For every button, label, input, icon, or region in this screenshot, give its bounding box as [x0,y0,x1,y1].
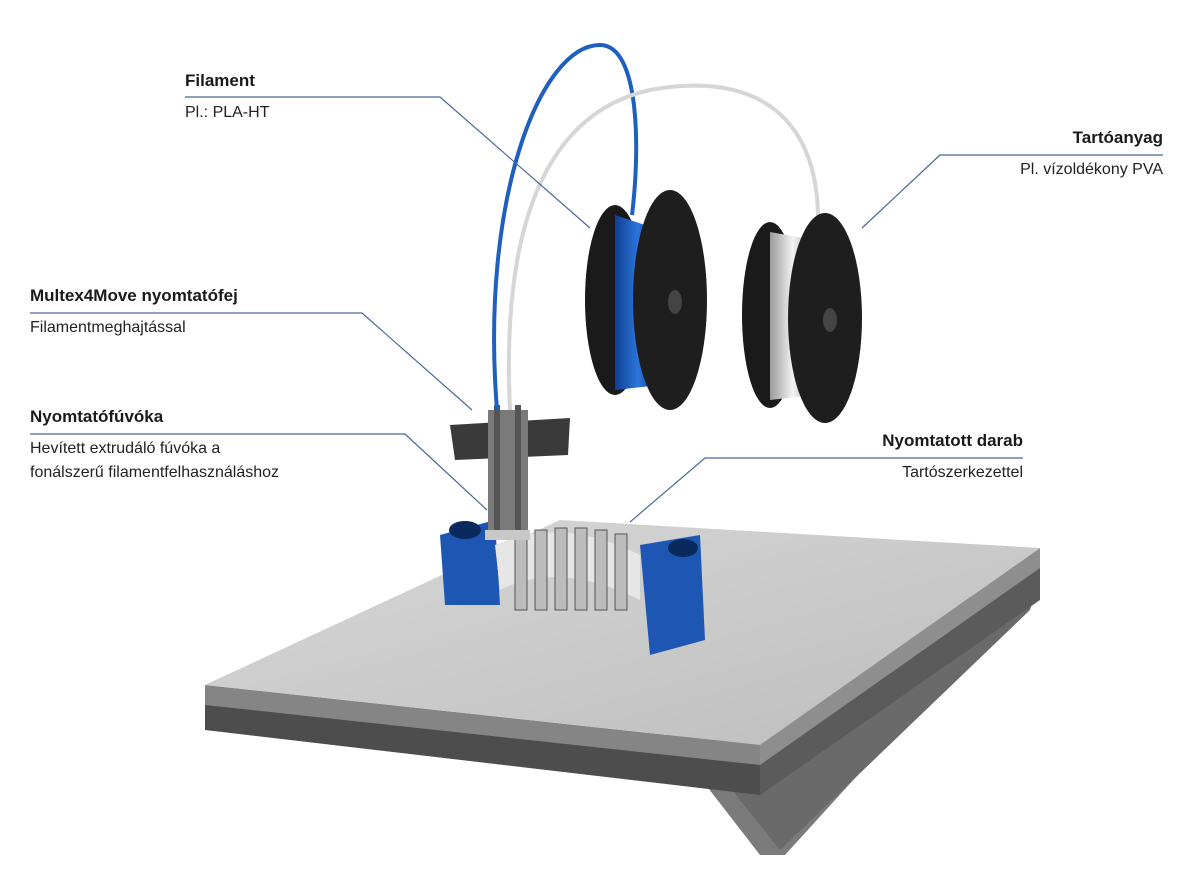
filament-title: Filament [185,71,255,90]
leader-lines [30,96,1163,523]
build-platform [205,520,1040,795]
printhead-title: Multex4Move nyomtatófej [30,286,238,305]
filament-spool [585,190,707,410]
support-label: Tartóanyag Pl. vízoldékony PVA [1020,128,1163,182]
printhead-label: Multex4Move nyomtatófej Filamentmeghajtá… [30,286,238,340]
nozzle-title: Nyomtatófúvóka [30,407,164,426]
nozzle-sub-2: fonálszerű filamentfelhasználáshoz [30,464,280,481]
filament-sub: Pl.: PLA-HT [185,104,270,121]
nozzle-sub-1: Hevített extrudáló fúvóka a [30,440,221,457]
white-filament [507,83,821,411]
filament-label: Filament Pl.: PLA-HT [185,71,269,125]
support-sub: Pl. vízoldékony PVA [1020,161,1163,178]
blue-filament [492,42,639,411]
printed-part-label: Nyomtatott darab Tartószerkezettel [882,431,1023,485]
support-spool [742,213,862,423]
printed-sub: Tartószerkezettel [902,464,1023,481]
support-title: Tartóanyag [1072,128,1163,147]
printhead [450,405,570,540]
nozzle-label: Nyomtatófúvóka Hevített extrudáló fúvóka… [30,407,279,485]
printhead-sub: Filamentmeghajtással [30,319,186,336]
printed-title: Nyomtatott darab [882,431,1023,450]
printed-part [440,520,705,655]
